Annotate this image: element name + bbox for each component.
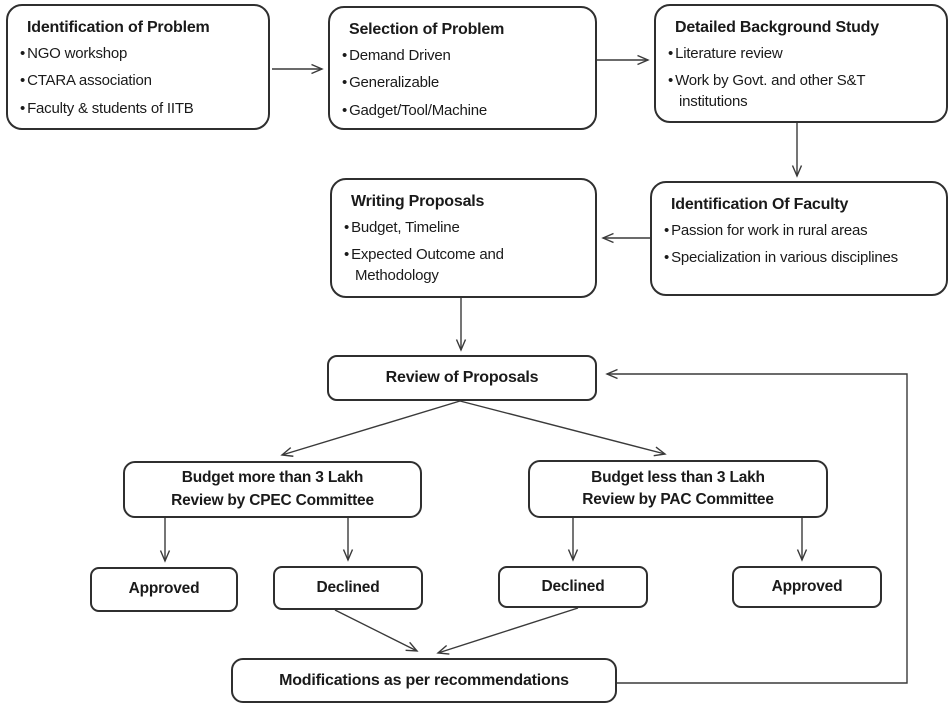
node-title: Approved	[771, 577, 843, 595]
node-identification-of-problem: Identification of Problem NGO workshop C…	[6, 4, 270, 130]
bullet-item: Work by Govt. and other S&T institutions	[668, 71, 936, 112]
edge-declined-left-to-modifications	[334, 609, 419, 652]
node-approved-cpec: Approved	[90, 567, 238, 612]
bullet-list: Demand Driven Generalizable Gadget/Tool/…	[342, 46, 585, 121]
node-budget-less-than-3-lakh: Budget less than 3 Lakh Review by PAC Co…	[528, 460, 828, 518]
node-line-2: Review by CPEC Committee	[171, 491, 374, 509]
node-title: Identification of Problem	[27, 19, 210, 36]
node-title: Declined	[541, 577, 605, 595]
node-selection-of-problem: Selection of Problem Demand Driven Gener…	[328, 6, 597, 130]
node-review-of-proposals: Review of Proposals	[327, 355, 597, 401]
node-title: Declined	[316, 578, 380, 596]
node-title: Identification Of Faculty	[671, 196, 849, 213]
edge-modifications-to-review-feedback	[605, 368, 908, 684]
node-title: Detailed Background Study	[675, 19, 879, 36]
bullet-list: Passion for work in rural areas Speciali…	[664, 221, 936, 269]
bullet-item: Budget, Timeline	[344, 218, 585, 238]
node-declined-pac: Declined	[498, 566, 648, 608]
node-budget-more-than-3-lakh: Budget more than 3 Lakh Review by CPEC C…	[123, 461, 422, 518]
edge-declined-right-to-modifications	[436, 607, 579, 655]
node-title: Selection of Problem	[349, 21, 505, 38]
node-title: Review of Proposals	[385, 369, 539, 387]
bullet-item: Passion for work in rural areas	[664, 221, 936, 241]
bullet-list: Literature review Work by Govt. and othe…	[668, 44, 936, 112]
node-approved-pac: Approved	[732, 566, 882, 608]
bullet-item: Gadget/Tool/Machine	[342, 101, 585, 121]
node-detailed-background-study: Detailed Background Study Literature rev…	[654, 4, 948, 123]
node-title: Approved	[128, 580, 200, 598]
bullet-item: Literature review	[668, 44, 936, 64]
bullet-item: CTARA association	[20, 71, 258, 91]
node-line-2: Review by PAC Committee	[582, 491, 774, 508]
bullet-item: Expected Outcome and Methodology	[344, 245, 585, 286]
bullet-item: Demand Driven	[342, 46, 585, 66]
node-title: Writing Proposals	[351, 193, 485, 210]
node-identification-of-faculty: Identification Of Faculty Passion for wo…	[650, 181, 948, 296]
bullet-item: Generalizable	[342, 73, 585, 93]
edge-review-to-budget-less	[459, 400, 667, 457]
node-line-1: Budget more than 3 Lakh	[181, 469, 364, 487]
bullet-list: NGO workshop CTARA association Faculty &…	[20, 44, 258, 119]
node-declined-cpec: Declined	[273, 566, 423, 610]
bullet-list: Budget, Timeline Expected Outcome and Me…	[344, 218, 585, 286]
bullet-item: NGO workshop	[20, 44, 258, 64]
bullet-item: Faculty & students of IITB	[20, 99, 258, 119]
edge-review-to-budget-more	[280, 400, 461, 457]
node-title: Modifications as per recommendations	[279, 671, 569, 689]
bullet-item: Specialization in various disciplines	[664, 248, 936, 268]
node-writing-proposals: Writing Proposals Budget, Timeline Expec…	[330, 178, 597, 298]
node-modifications: Modifications as per recommendations	[231, 658, 617, 703]
node-line-1: Budget less than 3 Lakh	[591, 468, 765, 486]
